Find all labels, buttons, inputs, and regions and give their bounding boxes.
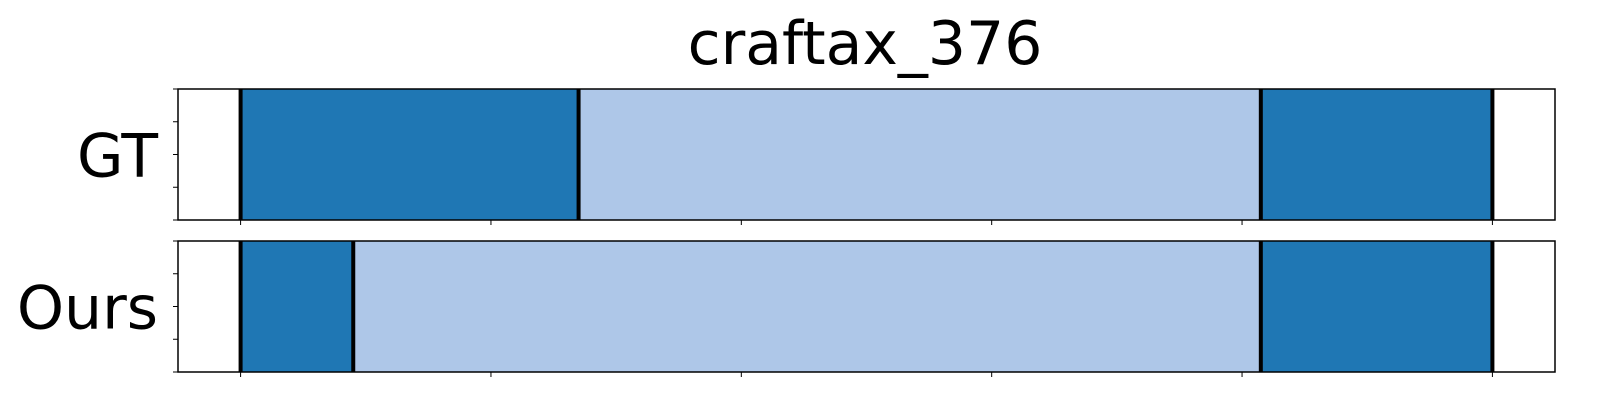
ours-segment-2 [1260,241,1493,372]
gt-segments [240,89,1493,220]
ours-segment-0 [240,241,354,372]
ours-segments [240,241,1493,372]
gt-segment-1 [578,89,1261,220]
gt-segment-0 [240,89,579,220]
ours-segment-1 [353,241,1261,372]
ours-boundaries [238,241,1495,372]
gt-boundaries [238,89,1495,220]
ours-x-ticks [240,372,1493,377]
gt-y-ticks [173,88,178,221]
row-ours: Ours [17,240,1556,377]
gt-x-ticks [240,220,1493,225]
ours-row-label: Ours [17,274,158,344]
row-gt: GT [77,88,1556,225]
chart-title: craftax_376 [688,9,1043,79]
gt-row-label: GT [77,122,158,192]
ours-y-ticks [173,240,178,373]
gt-segment-2 [1260,89,1493,220]
